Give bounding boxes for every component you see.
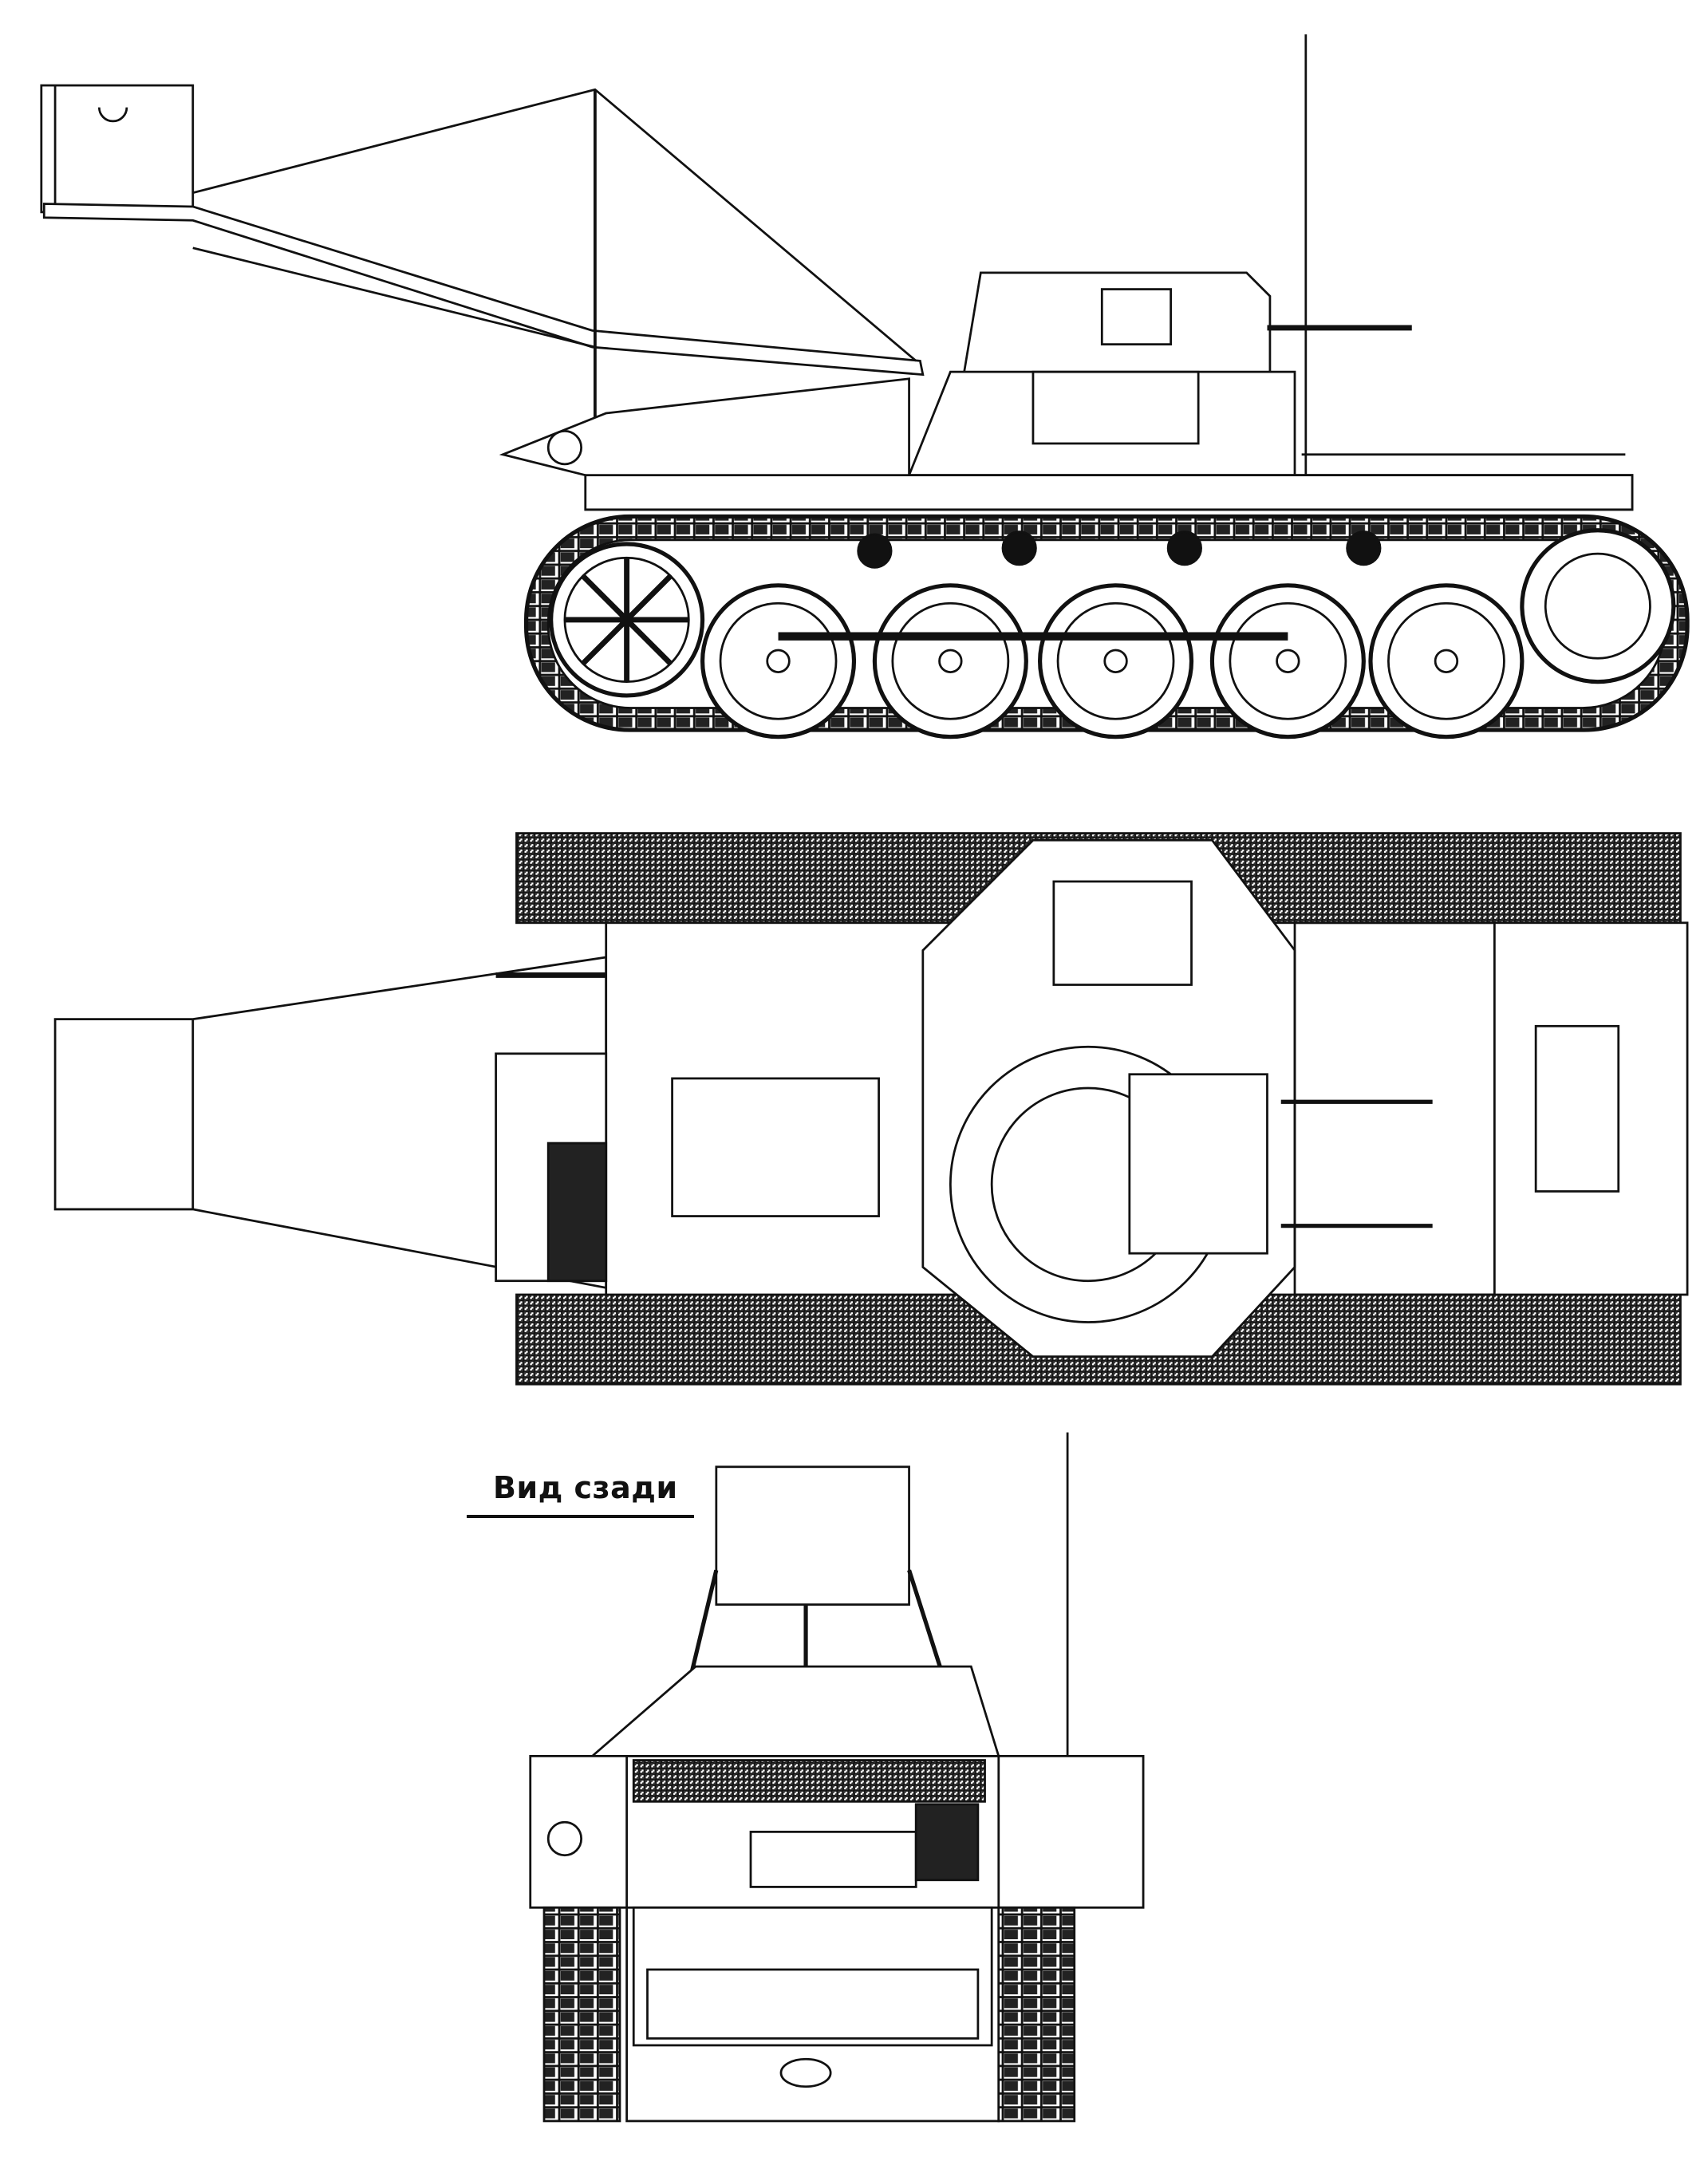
idler-wheel bbox=[549, 542, 705, 698]
top-view bbox=[53, 832, 1689, 1386]
road-wheels bbox=[700, 583, 1525, 739]
rear-view-label: Вид сзади bbox=[493, 1470, 678, 1505]
track-rear-left bbox=[542, 1906, 621, 2123]
side-view bbox=[40, 34, 1690, 739]
bridge-cable bbox=[192, 88, 917, 362]
superstructure bbox=[907, 370, 1296, 477]
upper-hull-rear bbox=[589, 1665, 1000, 1757]
bridge-box-rear bbox=[715, 1465, 910, 1606]
return-rollers bbox=[857, 530, 1382, 569]
bridge-beam bbox=[42, 203, 925, 377]
track-rear-right bbox=[997, 1906, 1076, 2123]
drive-sprocket bbox=[1520, 528, 1676, 684]
bridge-box bbox=[40, 84, 195, 214]
rear-view bbox=[529, 1432, 1145, 2123]
turret bbox=[962, 271, 1272, 373]
rear-view-label-underline bbox=[467, 1515, 694, 1518]
